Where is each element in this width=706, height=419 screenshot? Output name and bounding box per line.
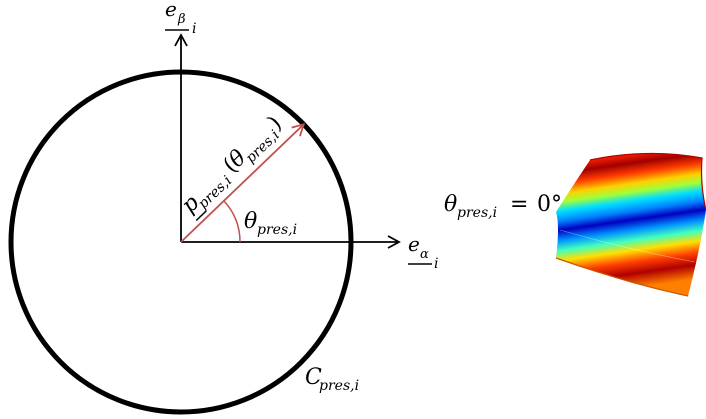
angle-value-label-base: θ: [444, 192, 457, 217]
vector-p-arrow: [180, 123, 306, 243]
angle-value-label: θ pres,i = 0°: [444, 192, 562, 221]
horizontal-axis-label: e α i: [408, 232, 438, 272]
angle-value-label-eq: =: [510, 192, 528, 217]
vertical-axis-label-base: e: [165, 0, 177, 21]
angle-value-label-sub: pres,i: [457, 205, 497, 221]
circle-label-sub: pres,i: [319, 378, 359, 394]
vertical-axis-label-sub: β: [177, 12, 186, 27]
angle-label-sub: pres,i: [257, 222, 297, 238]
vertical-axis-label: e β i: [165, 0, 196, 37]
circle-label: C pres,i: [305, 365, 359, 394]
vertical-axis-label-index: i: [192, 21, 196, 37]
angle-arc: [223, 200, 241, 243]
horizontal-axis-label-index: i: [434, 256, 438, 272]
vector-label: p pres,i ( θ pres,i ): [177, 111, 287, 222]
angle-label-base: θ: [244, 209, 257, 234]
vector-label-arg-sub: pres,i: [243, 127, 283, 166]
surface-patch: [555, 152, 706, 297]
circle-label-base: C: [305, 365, 322, 390]
angle-label: θ pres,i: [244, 209, 297, 238]
horizontal-axis-label-sub: α: [420, 247, 429, 262]
horizontal-axis-label-base: e: [408, 232, 420, 256]
